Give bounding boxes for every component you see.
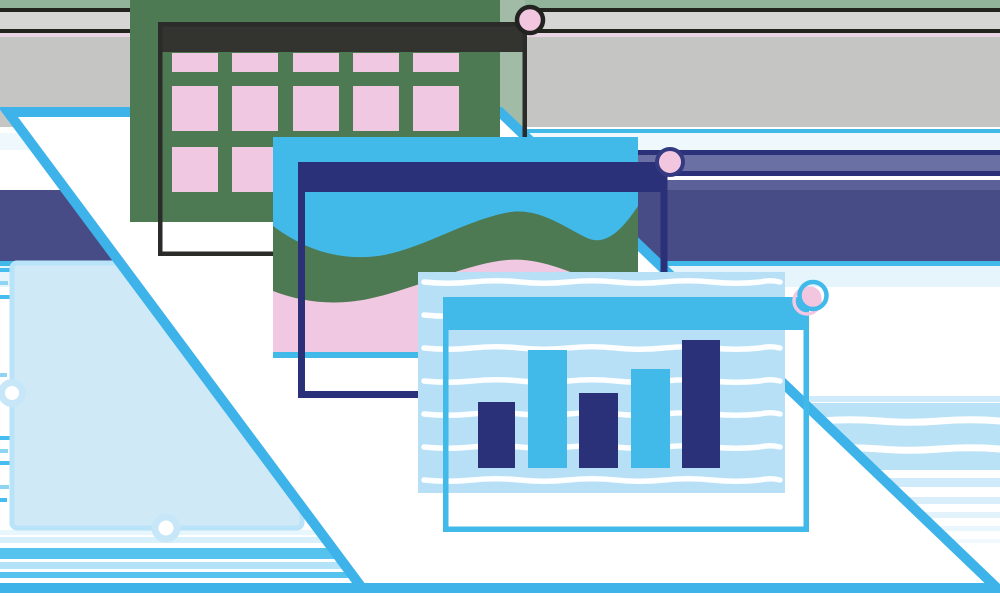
bl-stripe-2	[0, 537, 360, 543]
band-slate	[600, 180, 1000, 190]
bl-stripe-3	[0, 548, 360, 559]
left-dash-3	[0, 295, 11, 299]
left-dash-2	[0, 281, 8, 285]
chart-frame-outline	[443, 297, 809, 532]
chart-corner-dot-ring	[797, 279, 829, 312]
bar-4	[631, 369, 670, 468]
panel-dot-left	[0, 379, 26, 407]
left-dash-6	[0, 449, 8, 453]
calendar-corner-dot	[514, 4, 546, 36]
calendar-cell-r1c1	[172, 53, 218, 72]
calendar-cell-r3c2	[232, 147, 278, 192]
bl-stripe-1	[0, 530, 360, 535]
band-slate-light	[600, 155, 1000, 171]
left-dash-1	[0, 268, 10, 272]
guide-line-3	[421, 344, 783, 352]
calendar-cell-r1c2	[232, 53, 278, 72]
calendar-cell-r1c3	[293, 53, 339, 72]
bar-5	[682, 340, 720, 468]
panel-dot-bottom	[151, 513, 181, 543]
left-dash-9	[0, 498, 7, 502]
bar-1	[478, 402, 515, 468]
bl-stripe-5	[0, 572, 360, 578]
calendar-frame-titlebar	[158, 22, 527, 52]
left-dash-8	[0, 485, 9, 489]
line-cyan-upper	[440, 129, 1000, 133]
calendar-cell-r2c4	[353, 86, 399, 131]
calendar-cell-r1c5	[413, 53, 459, 72]
calendar-cell-r3c1	[172, 147, 218, 192]
left-dash-4	[0, 373, 7, 377]
left-dash-7	[0, 461, 11, 465]
waves-corner-dot	[655, 147, 685, 177]
calendar-cell-r2c3	[293, 86, 339, 131]
calendar-cell-r2c2	[232, 86, 278, 131]
calendar-cell-r2c1	[172, 86, 218, 131]
guide-line-1	[421, 278, 783, 286]
left-dash-5	[0, 436, 10, 440]
chart-bars	[478, 340, 720, 468]
guide-line-7	[421, 476, 783, 484]
calendar-cell-r2c5	[413, 86, 459, 131]
guide-line-4	[421, 377, 783, 385]
line-navy-1	[600, 150, 1000, 155]
chart-window	[418, 272, 829, 532]
line-navy-2	[600, 171, 1000, 176]
line-white	[600, 176, 1000, 180]
bl-stripe-4	[0, 562, 360, 569]
bar-2	[528, 350, 567, 468]
right-stripe-1	[620, 396, 1000, 402]
bar-3	[579, 393, 618, 468]
calendar-cell-r1c4	[353, 53, 399, 72]
